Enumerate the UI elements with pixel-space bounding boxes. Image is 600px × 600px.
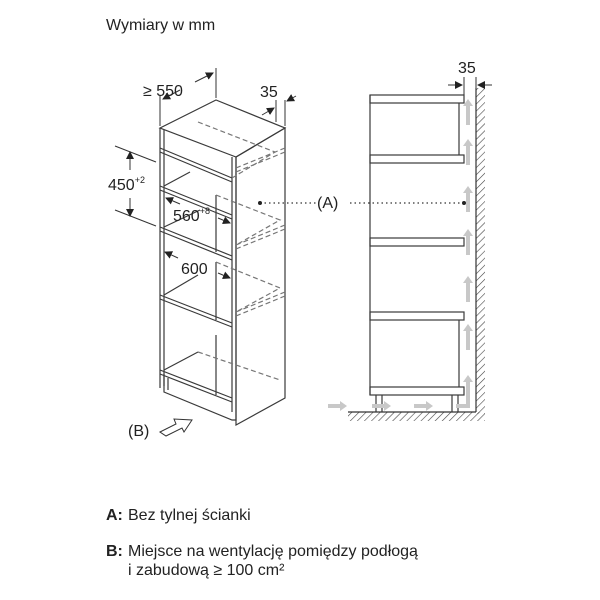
dim-niche-height-label: 450+2 — [108, 175, 145, 194]
legend-text-b-line2: i zabudową ≥ 100 cm² — [128, 562, 285, 579]
dimension-cabinet-width — [164, 251, 231, 279]
dimension-niche-width — [165, 197, 231, 224]
airflow-arrows — [328, 99, 473, 411]
label-a: (A) — [317, 195, 338, 212]
leader-a — [258, 201, 466, 205]
dimension-niche-height — [114, 145, 157, 227]
cabinet-isometric-view — [158, 99, 287, 427]
dimension-gap-right — [448, 77, 492, 95]
dim-gap-right-label: 35 — [458, 60, 476, 77]
legend-item-a: A: Bez tylnej ścianki — [106, 506, 251, 525]
dimension-gap-left — [261, 94, 297, 126]
cabinet-side-section — [369, 94, 465, 412]
dim-depth-label: ≥ 550 — [143, 83, 183, 100]
dimension-depth — [159, 68, 217, 126]
cabinet-shelves — [159, 147, 233, 403]
cabinet-side-panel — [235, 126, 286, 427]
legend-item-b: B: Miejsce na wentylację pomiędzy podłogą… — [106, 542, 418, 580]
legend-text-a: Bez tylnej ścianki — [128, 507, 251, 524]
page-title: Wymiary w mm — [106, 17, 216, 34]
cabinet-plinth — [163, 374, 237, 421]
dim-cabinet-width-label: 600 — [181, 261, 208, 278]
dim-gap-left-label: 35 — [260, 84, 278, 101]
dim-niche-width-label: 560+8 — [173, 206, 210, 225]
legend-text-b-line1: Miejsce na wentylację pomiędzy podłogą — [128, 543, 418, 560]
label-b: (B) — [128, 423, 149, 440]
ventilation-arrow-b-icon — [159, 418, 193, 437]
legend-key-b: B: — [106, 543, 123, 560]
oven-dashed-outline — [197, 121, 286, 381]
wall-and-floor — [348, 88, 485, 421]
legend-key-a: A: — [106, 507, 123, 524]
